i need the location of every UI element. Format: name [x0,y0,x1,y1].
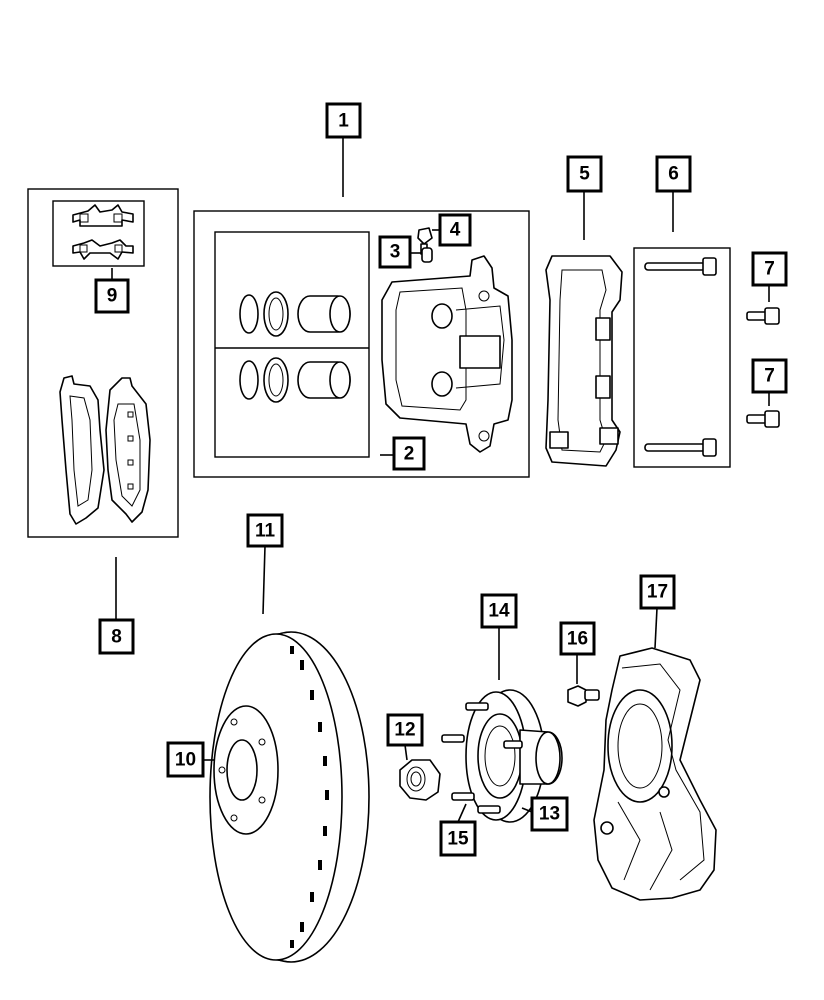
callout-6: 6 [655,155,692,193]
svg-text:15: 15 [447,829,469,850]
svg-text:7: 7 [764,259,775,280]
hub-nut [399,759,441,801]
svg-text:10: 10 [175,750,196,771]
callout-17: 17 [639,574,676,610]
caliper-bolt-bottom [746,410,780,428]
callout-7b: 7 [751,358,788,394]
svg-text:16: 16 [567,629,588,650]
svg-text:14: 14 [488,601,510,622]
caliper-mounting-bracket [545,255,623,467]
callout-5: 5 [566,155,603,193]
guide-pin-kit-frame [633,247,731,468]
callout-3: 3 [378,235,412,269]
callout-14: 14 [480,593,518,629]
svg-text:8: 8 [111,627,122,648]
callout-9: 9 [94,278,130,314]
svg-text:13: 13 [539,804,560,825]
callout-15: 15 [439,820,477,857]
wheel-studs [441,702,523,814]
hub-bearing-assembly [465,689,563,823]
svg-text:1: 1 [338,111,349,132]
callout-2: 2 [392,436,426,471]
brake-pads [59,375,151,525]
svg-text:9: 9 [107,286,118,307]
brake-pad-kit-frame [27,188,179,538]
hardware-kit-frame [52,200,145,267]
callout-11: 11 [246,513,284,548]
caliper-bolt-top [746,307,780,325]
bleeder-cap [421,247,433,263]
caliper-seals-top [239,291,351,337]
callout-10: 10 [166,741,205,778]
callout-16: 16 [559,621,596,656]
svg-text:11: 11 [255,521,276,542]
caliper-seals-bottom [239,357,351,403]
guide-pin-top [644,257,717,276]
svg-text:5: 5 [579,164,590,185]
leader-lines [111,137,770,823]
svg-text:4: 4 [450,220,461,241]
svg-text:6: 6 [668,164,679,185]
seal-kit-frame [214,231,370,458]
guide-pin-bottom [644,438,717,457]
svg-text:7: 7 [764,366,775,387]
callout-12: 12 [386,713,424,747]
svg-text:12: 12 [394,720,415,741]
brake-caliper [381,255,513,453]
svg-text:2: 2 [404,444,415,465]
callout-8: 8 [98,618,135,655]
svg-text:17: 17 [647,582,668,603]
callout-4: 4 [438,213,472,247]
shield-bolt [567,685,600,707]
callout-1: 1 [325,102,362,139]
svg-text:3: 3 [390,242,401,263]
dust-shield [593,647,717,901]
callout-7a: 7 [751,251,788,287]
pad-hardware-clips [72,204,134,260]
brake-rotor [209,631,370,963]
callout-13: 13 [530,796,569,832]
caliper-assembly-frame [193,210,530,478]
